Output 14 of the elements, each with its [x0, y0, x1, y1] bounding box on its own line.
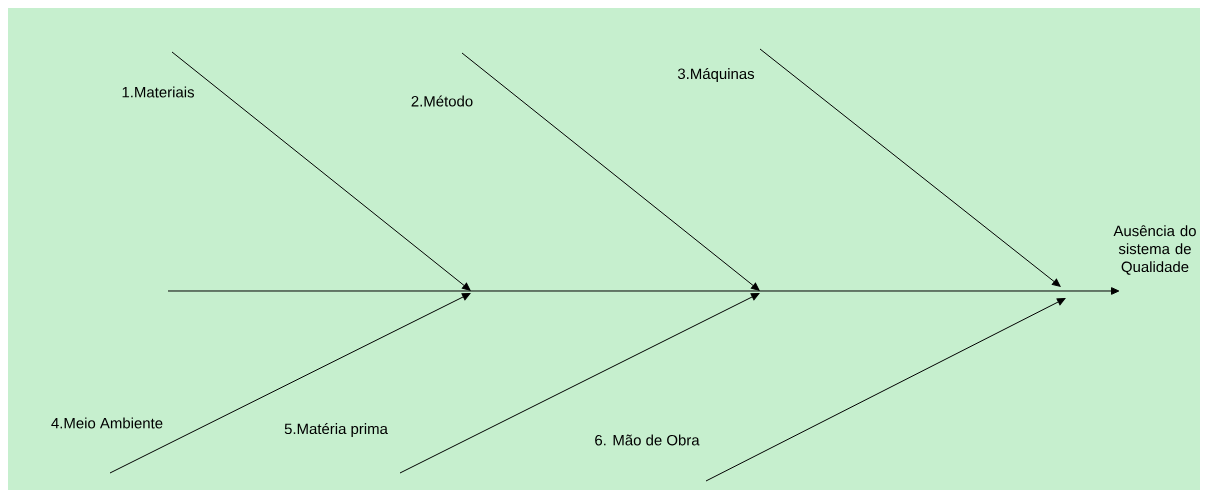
cause-label: 4.Meio Ambiente [51, 417, 163, 429]
cause-label: 6. Mão de Obra [595, 434, 700, 446]
cause-label: 1.Materiais [122, 86, 194, 98]
cause-label: 3.Máquinas [677, 67, 755, 83]
bone-arrow [171, 51, 471, 291]
cause-label: 5.Matéria prima [284, 422, 388, 438]
cause-label: 2.Método [411, 95, 473, 107]
bone-arrow [461, 52, 760, 291]
spine-arrow [167, 287, 1120, 295]
bone-arrow [399, 293, 760, 474]
bone-arrow [705, 298, 1066, 482]
bone-arrow [109, 293, 471, 474]
bone-arrow [759, 48, 1061, 287]
effect-label: Ausência do sistema de Qualidade [1113, 225, 1196, 275]
